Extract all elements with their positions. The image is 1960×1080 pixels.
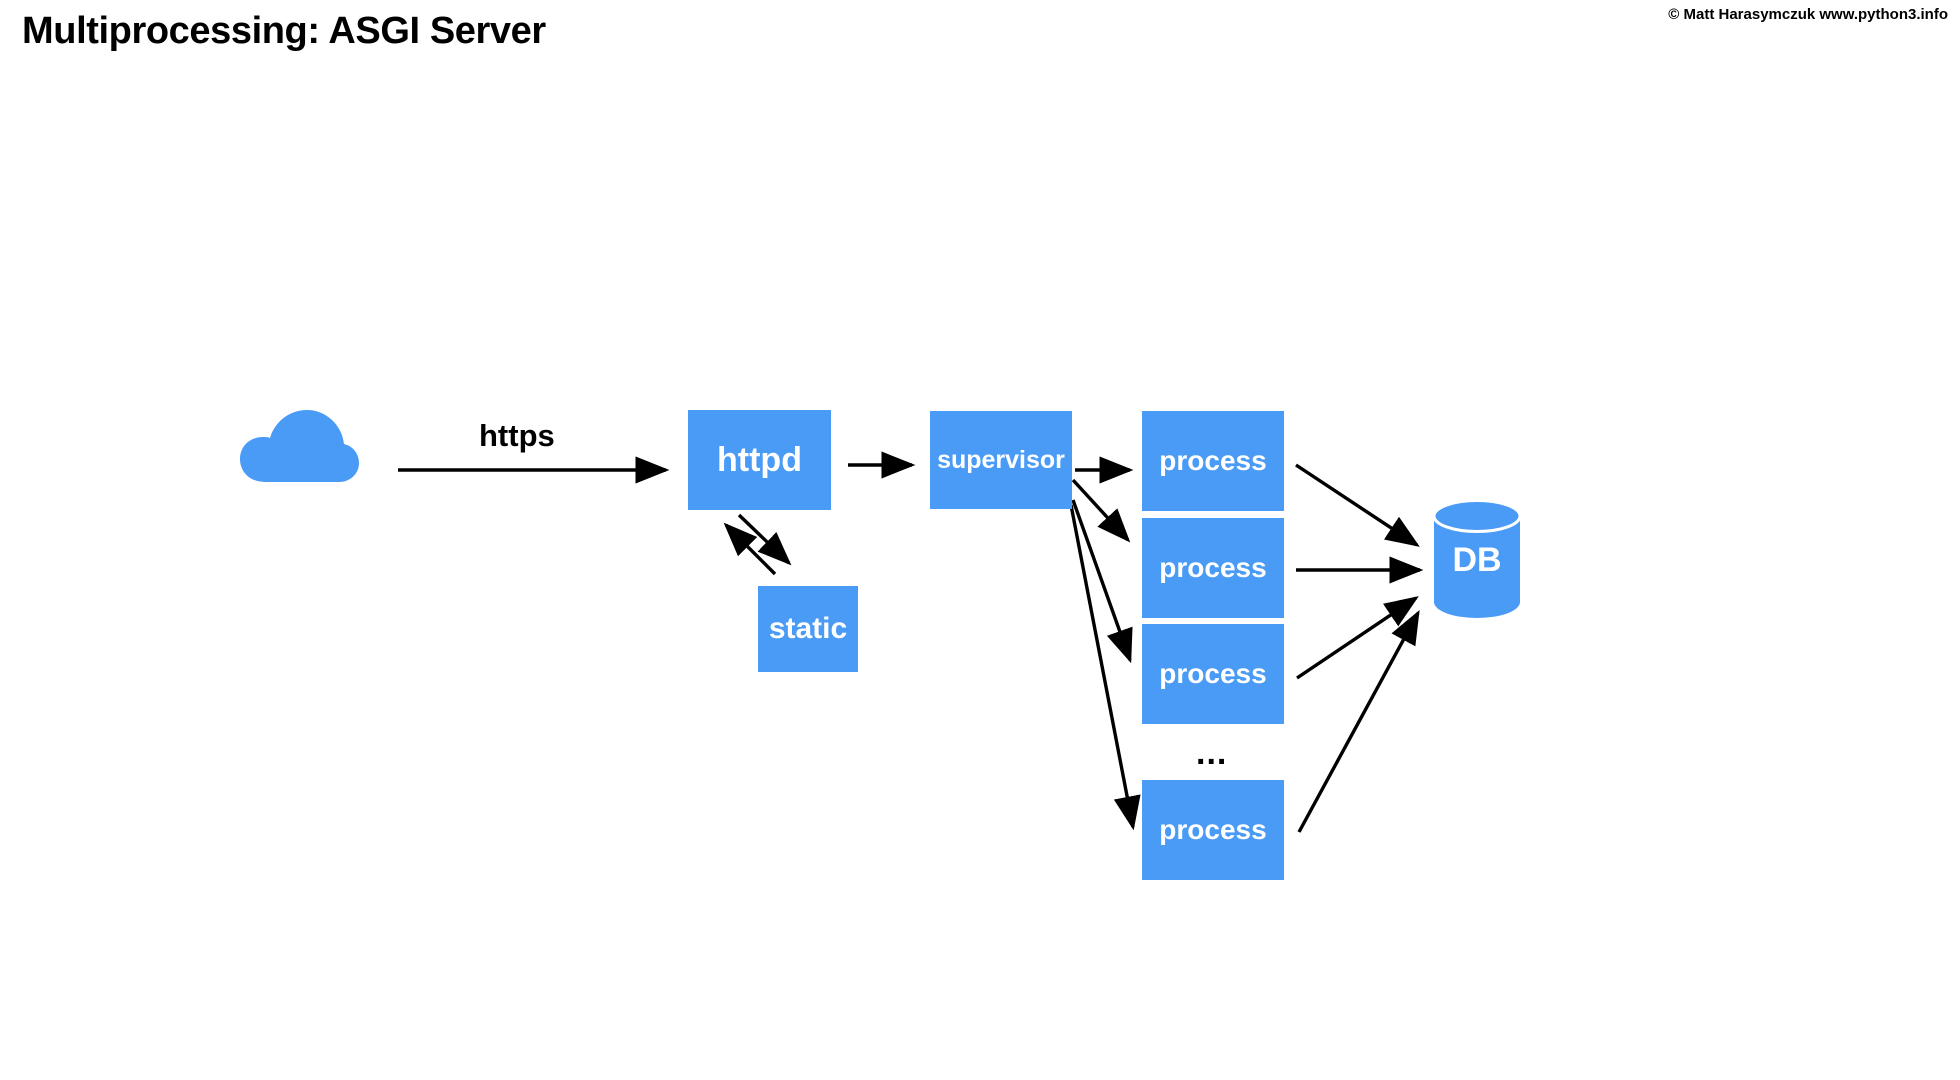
copyright-notice: © Matt Harasymczuk www.python3.info (1668, 6, 1948, 23)
node-process-2-label: process (1159, 552, 1267, 583)
node-process-3-label: process (1159, 658, 1267, 689)
database-cylinder-icon (1432, 499, 1522, 618)
edge-supervisor-to-process2 (1071, 478, 1131, 543)
edge-static-to-httpd (723, 522, 777, 576)
node-static-label: static (768, 612, 848, 645)
node-static[interactable]: static (758, 586, 858, 672)
edge-process1-to-db (1295, 463, 1420, 547)
node-process-1-label: process (1159, 445, 1267, 476)
node-supervisor-label: supervisor (937, 445, 1065, 474)
node-process-3[interactable]: process (1142, 624, 1284, 724)
node-process-4-label: process (1159, 814, 1267, 845)
edge-label-https: https (479, 418, 555, 453)
node-supervisor[interactable]: supervisor (930, 411, 1072, 509)
edge-httpd-to-static (737, 513, 792, 566)
edge-process4-to-db (1297, 610, 1420, 833)
page-title: Multiprocessing: ASGI Server (22, 10, 546, 52)
node-httpd[interactable]: httpd (688, 410, 831, 510)
node-httpd-label: httpd (717, 441, 802, 479)
node-process-2[interactable]: process (1142, 518, 1284, 618)
node-process-4[interactable]: process (1142, 780, 1284, 880)
edge-supervisor-to-process4 (1069, 504, 1141, 831)
process-ellipsis: ... (1196, 734, 1228, 772)
edge-supervisor-to-process3 (1071, 499, 1133, 664)
node-db[interactable]: DB (1432, 499, 1522, 618)
edge-process3-to-db (1296, 596, 1419, 680)
cloud-icon (238, 408, 360, 484)
node-process-1[interactable]: process (1142, 411, 1284, 511)
